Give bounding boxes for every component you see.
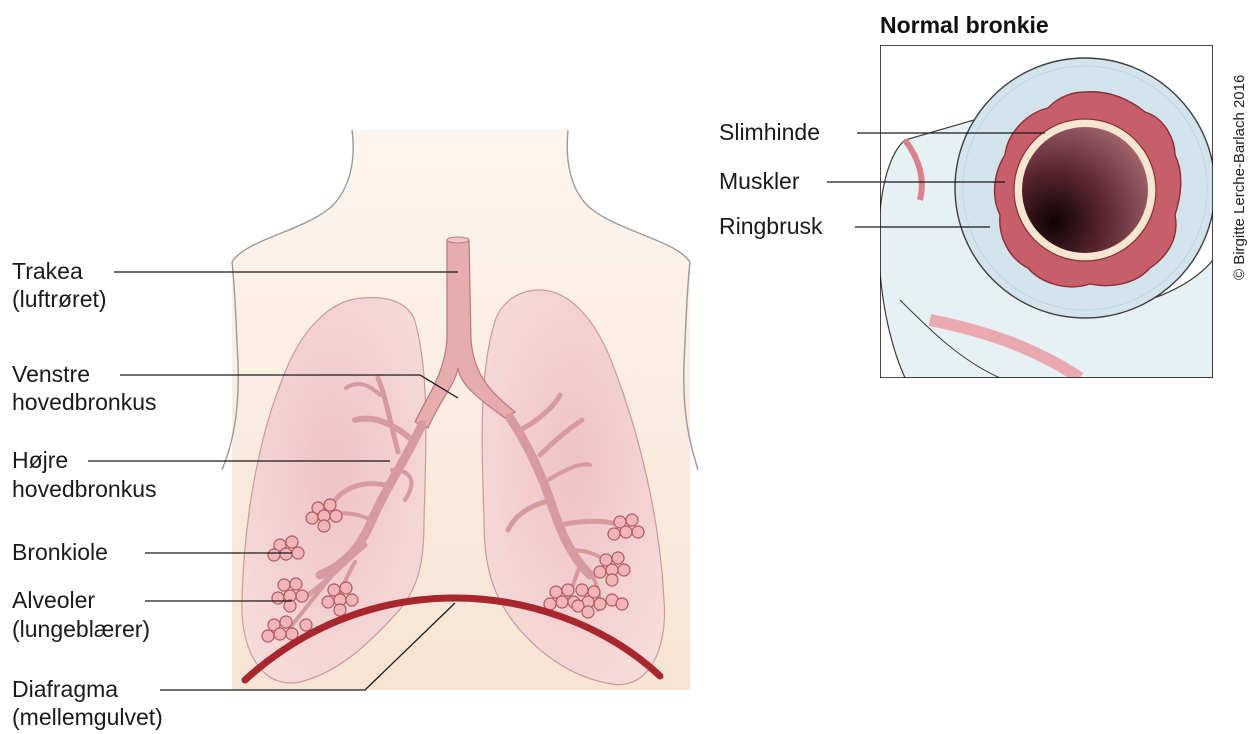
label-left-main-bronchus: Venstre hovedbronkus	[12, 361, 157, 415]
label-trachea-line2: (luftrøret)	[12, 286, 107, 312]
label-trachea-line1: Trakea	[12, 258, 83, 284]
label-alveoli: Alveoler (lungeblærer)	[12, 587, 150, 642]
label-trachea: Trakea (luftrøret)	[12, 258, 107, 312]
label-alveoli-line2: (lungeblærer)	[12, 616, 150, 642]
label-muscles: Muskler	[719, 168, 800, 194]
label-left-bronchus-line2: hovedbronkus	[12, 389, 157, 415]
inset-title: Normal bronkie	[880, 12, 1049, 38]
label-right-main-bronchus: Højre hovedbronkus	[12, 447, 157, 502]
copyright-text: © Birgitte Lerche-Barlach 2016	[1231, 75, 1248, 280]
label-right-bronchus-line1: Højre	[12, 447, 68, 473]
label-diaphragm-line1: Diafragma	[12, 676, 118, 702]
label-right-bronchus-line2: hovedbronkus	[12, 476, 157, 502]
label-left-bronchus-line1: Venstre	[12, 361, 90, 387]
label-diaphragm: Diafragma (mellemgulvet)	[12, 676, 163, 730]
label-mucosa: Slimhinde	[719, 119, 820, 145]
label-alveoli-line1: Alveoler	[12, 587, 95, 613]
label-bronchiole: Bronkiole	[12, 539, 108, 565]
label-cartilage: Ringbrusk	[719, 213, 823, 239]
label-diaphragm-line2: (mellemgulvet)	[12, 704, 163, 730]
bronchus-cross-section	[879, 45, 1215, 378]
